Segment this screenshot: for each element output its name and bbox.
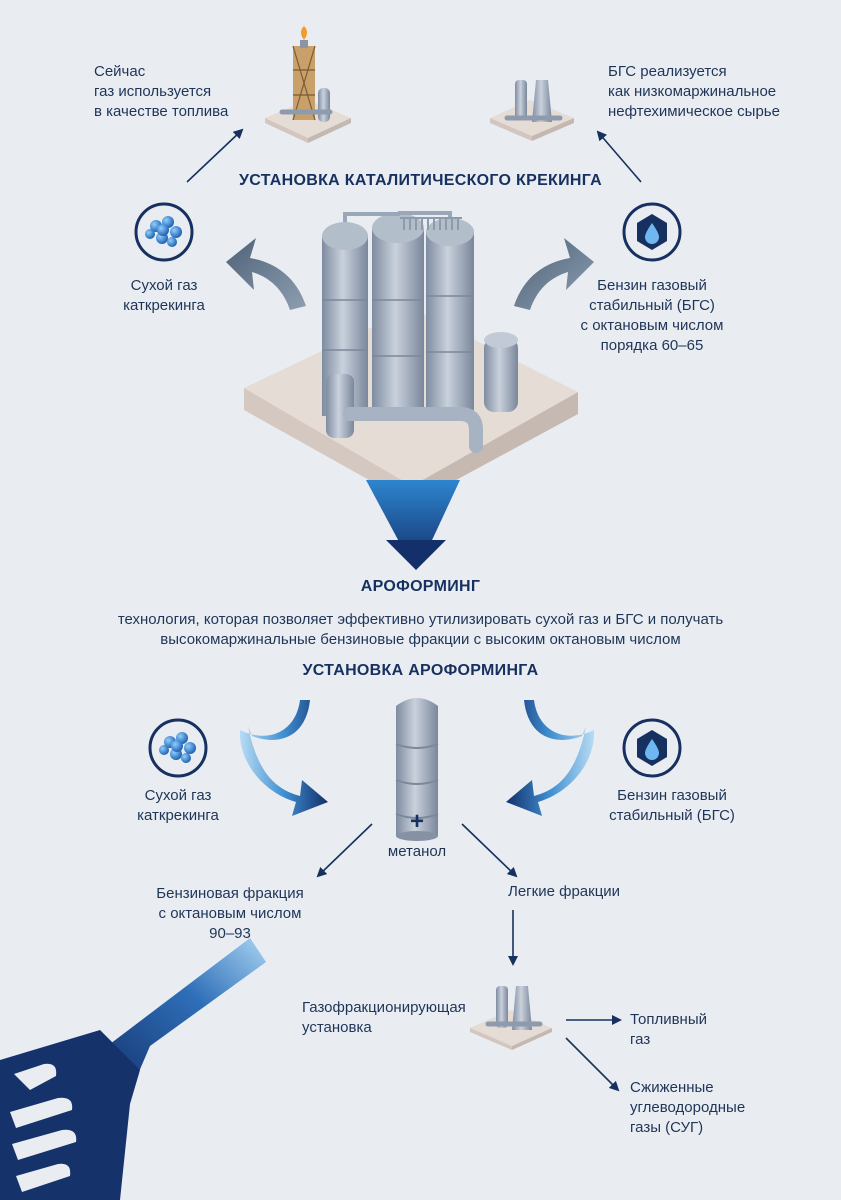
light-fractions-label: Легкие фракции [508,883,621,900]
label-line: углеводородные [630,1099,746,1116]
lpg-label: Сжиженные углеводородные газы (СУГ) [630,1078,745,1138]
down-funnel-arrow [366,480,460,566]
label-line: газ [630,1031,651,1048]
arrow-to-lpg [565,1037,620,1092]
gasoline-input-arrow [506,700,595,816]
label-line: каткрекинга [137,807,219,824]
drop-hexagon-icon [622,202,682,262]
note-line: нефтехимическое сырье [608,103,780,120]
gas-fractionation-unit-icon [470,986,552,1050]
catalytic-cracking-title: УСТАНОВКА КАТАЛИТИЧЕСКОГО КРЕКИНГА [239,172,602,189]
label-line: стабильный (БГС) [589,297,715,314]
molecule-icon [134,202,194,262]
label-line: установка [302,1019,372,1036]
arrow-to-light-fractions [461,823,518,878]
dry-gas-label: Сухой газ каткрекинга [104,276,224,316]
petrochem-note: БГС реализуется как низкомаржинальное не… [608,62,780,122]
note-line: газ используется [94,83,212,100]
gasoline-label: Бензин газовый стабильный (БГС) с октано… [572,276,732,356]
label-line: каткрекинга [123,297,205,314]
dry-gas-input-arrow [239,700,328,816]
label-line: Сухой газ [144,787,212,804]
description-line: технология, которая позволяет эффективно… [117,611,724,628]
label-line: газы (СУГ) [630,1119,704,1136]
note-line: Сейчас [94,63,146,80]
fuel-gas-label: Топливный газ [630,1010,707,1050]
aroforming-unit-title: УСТАНОВКА АРОФОРМИНГА [302,662,539,679]
molecule-icon-lower [148,718,208,778]
label-line: Сухой газ [130,277,198,294]
dry-gas-label-lower: Сухой газ каткрекинга [118,786,238,826]
note-line: в качестве топлива [94,103,229,120]
arrow-to-fuel-use [186,128,244,183]
reactor-icon [395,698,439,841]
label-line: с октановым числом [158,905,302,922]
arrow-to-petrochem [596,130,642,183]
label-line: Топливный [630,1011,707,1028]
label-line: Бензин газовый [617,787,727,804]
label-line: стабильный (БГС) [609,807,735,824]
label-line: Бензин газовый [597,277,707,294]
note-line: БГС реализуется [608,63,727,80]
methanol-label: метанол [387,843,447,860]
aroforming-title: АРОФОРМИНГ [360,578,481,595]
label-line: 90–93 [209,925,251,942]
plus-sign: + [409,808,424,835]
gasoline-output-arrow [514,238,594,310]
description-line: высокомаржинальные бензиновые фракции с … [160,631,681,648]
gas-fractionation-label: Газофракционирующая установка [302,998,466,1038]
label-line: Газофракционирующая [302,999,466,1016]
label-line: порядка 60–65 [600,337,704,354]
drop-hexagon-icon-lower [622,718,682,778]
arrow-to-gasoline-fraction [316,823,373,878]
flare-stack-icon [265,26,351,143]
storage-tanks-icon [490,80,574,141]
label-line: с октановым числом [580,317,724,334]
fuel-use-note: Сейчас газ используется в качестве топли… [94,62,228,122]
gasoline-fraction-label: Бензиновая фракция с октановым числом 90… [130,884,330,944]
label-line: Бензиновая фракция [156,885,304,902]
fuel-nozzle-icon [0,938,266,1200]
note-line: как низкомаржинальное [608,83,777,100]
dry-gas-output-arrow [226,238,306,310]
gasoline-label-lower: Бензин газовый стабильный (БГС) [592,786,752,826]
catalytic-cracking-unit [244,211,578,504]
label-line: Сжиженные [630,1079,714,1096]
aroforming-description: технология, которая позволяет эффективно… [0,610,841,650]
